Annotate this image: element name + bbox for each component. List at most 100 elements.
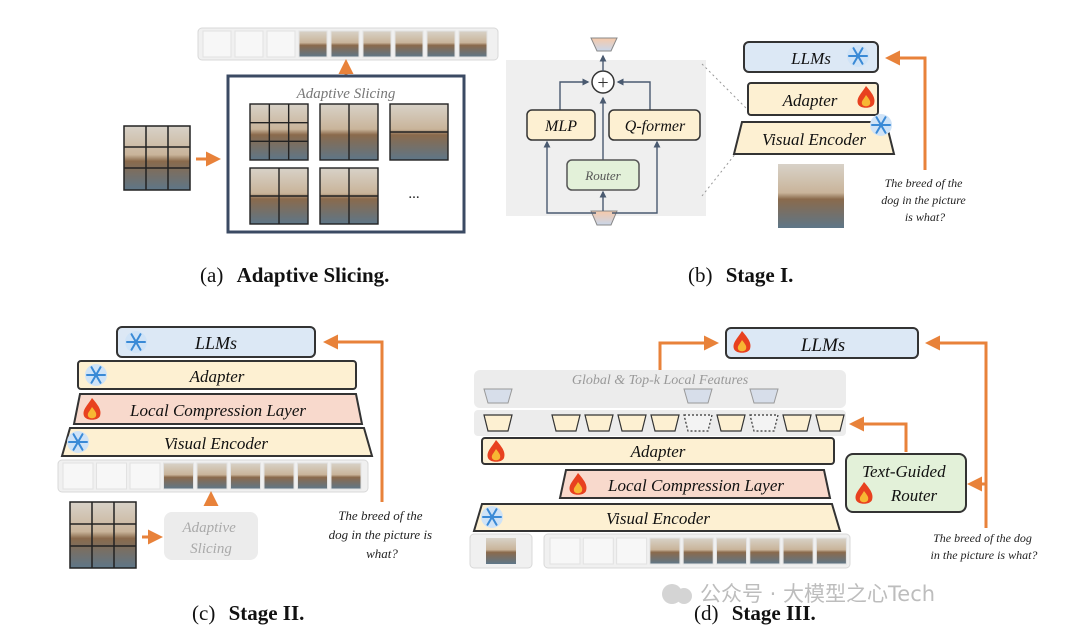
fire-icon — [569, 473, 587, 495]
image-slice — [196, 462, 228, 490]
image-slice — [458, 30, 488, 58]
token-icon — [716, 414, 746, 432]
fire-icon — [733, 331, 751, 353]
token-icon — [551, 414, 581, 432]
fire-icon — [83, 398, 101, 420]
token-icon — [584, 414, 614, 432]
text-arrow — [925, 335, 988, 528]
fire-icon — [857, 86, 875, 108]
local-compression-box — [558, 469, 832, 499]
global-local-label: Global & Top-k Local Features — [572, 373, 749, 388]
local-compression-label: Local Compression Layer — [607, 476, 784, 495]
visual-encoder-label: Visual Encoder — [164, 434, 268, 453]
adapter-label: Adapter — [189, 367, 245, 386]
qformer-box — [608, 109, 701, 141]
question-b-line: dog in the picture — [881, 193, 966, 207]
token-icon — [782, 414, 812, 432]
image-slice — [649, 537, 681, 565]
image-slice — [815, 537, 847, 565]
router-line: Text-Guided — [862, 462, 946, 481]
image-slice — [263, 462, 295, 490]
image-slice — [426, 30, 456, 58]
slice-strip — [57, 459, 369, 493]
local-compression-label: Local Compression Layer — [129, 401, 306, 420]
visual-encoder-label: Visual Encoder — [606, 509, 710, 528]
adaptive-slicing-title: Adaptive Slicing — [296, 86, 396, 102]
question-b-line: is what? — [905, 210, 945, 224]
adapter-box — [481, 437, 835, 465]
panel-b: + MLP Q-former Router LLMs Adapter Visua… — [506, 37, 969, 287]
caption-d-prefix: (d) — [694, 601, 719, 625]
token-icon — [815, 414, 845, 432]
image-slice — [62, 462, 94, 490]
image-slice — [266, 30, 296, 58]
snowflake-icon — [481, 506, 503, 528]
image-slice — [549, 537, 581, 565]
watermark: 公众号 · 大模型之心Tech — [662, 582, 935, 606]
router-box — [566, 159, 640, 191]
feature-token-icon — [483, 388, 513, 404]
router-line: Router — [890, 486, 938, 505]
text-arrow — [323, 334, 384, 502]
slice-option — [249, 103, 309, 161]
adaptive-slicing-box — [164, 512, 258, 560]
question-c-line: what? — [366, 546, 398, 561]
llms-box — [725, 327, 919, 359]
plus-sign: + — [597, 72, 608, 94]
image-slice — [129, 462, 161, 490]
adapter-box — [747, 82, 879, 116]
llms-box — [743, 41, 879, 73]
zoom-line — [701, 147, 741, 197]
caption-d: (d) Stage III. — [694, 601, 816, 625]
slice-option — [319, 103, 379, 161]
local-compression-box — [72, 393, 364, 425]
image-slice — [230, 462, 261, 490]
token-icon — [749, 414, 779, 432]
adaptive-slicing-line: Slicing — [190, 541, 232, 557]
wechat-icon — [676, 588, 692, 604]
question-b: The breed of the dog in the picture is w… — [881, 176, 969, 224]
image-slice — [394, 30, 424, 58]
text-guided-router-box — [845, 453, 967, 513]
image-slice — [298, 30, 328, 58]
image-slice — [782, 537, 814, 565]
mlp-label: MLP — [544, 118, 577, 135]
feature-token-icon — [749, 388, 779, 404]
zoom-line — [701, 63, 749, 111]
image-slice — [330, 462, 362, 490]
llms-label: LLMs — [790, 49, 831, 68]
qformer-label: Q-former — [625, 118, 686, 135]
image-slice — [202, 30, 232, 58]
image-slice — [682, 537, 714, 565]
mlp-box — [526, 109, 596, 141]
connectors — [543, 54, 661, 214]
input-image — [69, 501, 137, 569]
image-slice — [163, 462, 194, 490]
caption-c-prefix: (c) — [192, 601, 215, 625]
watermark-text: 公众号 · 大模型之心Tech — [700, 582, 935, 606]
question-d-line: The breed of the dog — [933, 531, 1032, 545]
image-slice — [362, 30, 392, 58]
adaptive-slicing-label: Adaptive Slicing — [181, 520, 239, 557]
fire-icon — [855, 482, 873, 504]
panel-c: LLMs Adapter Local Compression Layer Vis… — [57, 326, 436, 625]
question-c: The breed of the dog in the picture is w… — [329, 508, 436, 561]
visual-encoder-box — [732, 121, 896, 155]
output-token-icon — [590, 37, 618, 52]
image-slice — [297, 462, 328, 490]
ellipsis: ... — [408, 186, 419, 202]
adaptive-slicing-line: Adaptive — [181, 520, 236, 536]
feature-arrow — [658, 335, 719, 370]
llms-box — [116, 326, 316, 358]
global-image — [486, 538, 516, 564]
visual-encoder-label: Visual Encoder — [762, 130, 866, 149]
input-image — [123, 125, 191, 191]
snowflake-icon — [870, 114, 892, 136]
llms-label: LLMs — [800, 335, 845, 356]
image-slice — [96, 462, 127, 490]
slice-strip — [543, 533, 851, 569]
caption-d-title: Stage III. — [732, 601, 816, 625]
question-c-line: The breed of the — [338, 508, 423, 523]
dog-image — [778, 164, 844, 228]
token-icon — [483, 414, 513, 432]
